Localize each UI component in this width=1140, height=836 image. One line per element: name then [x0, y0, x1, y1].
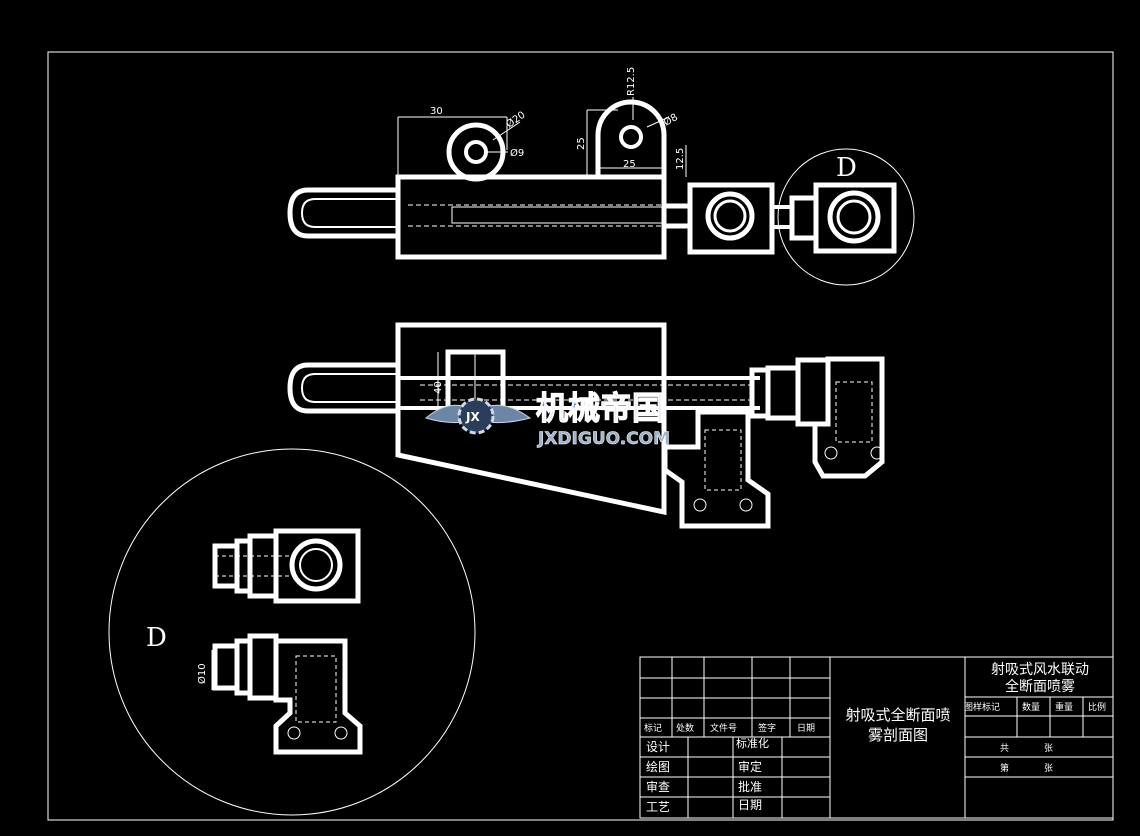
section-elbow-lower-hole-b: [739, 498, 753, 512]
top-rod-inner: [300, 198, 398, 228]
tb-project-name: 射吸式风水联动全断面喷雾: [991, 662, 1089, 695]
tb-meta-scale: 比例: [1088, 701, 1106, 713]
section-elbow-right-hole-a: [824, 446, 838, 460]
detail-d-nozzle-inner: [836, 199, 872, 235]
top-ring-lug-inner: [464, 140, 488, 164]
dim-dia20: Ø20: [504, 109, 528, 131]
tb-meta-weight: 重量: [1055, 701, 1073, 713]
tb-sheet-total-unit: 张: [1044, 743, 1053, 754]
detail-d-enlarged-boundary: [108, 448, 476, 816]
detail-lower-stage-1: [212, 643, 240, 691]
detail-lower-elbow: [273, 638, 363, 755]
section-elbow-right-hole-b: [870, 446, 884, 460]
tb-label-drafting: 绘图: [646, 759, 670, 774]
detail-d-enlarged-label: D: [146, 623, 167, 653]
dim-40: 40: [433, 381, 444, 394]
watermark-url: JXDIGUO.COM: [537, 429, 670, 449]
tb-label-approval: 批准: [738, 779, 762, 794]
dim-25-horizontal: 25: [623, 159, 636, 170]
tb-sheet-number-unit: 张: [1044, 763, 1053, 774]
section-elbow-lower-bore: [704, 429, 742, 491]
tb-drawing-name: 射吸式全断面喷雾剖面图: [845, 706, 950, 744]
detail-d-callout: [777, 148, 915, 286]
detail-upper-nozzle-inner: [299, 548, 333, 582]
tb-header-count: 处数: [676, 722, 694, 734]
drawing-frame: [47, 51, 1114, 821]
top-body: [395, 174, 667, 260]
tb-meta-quantity: 数量: [1022, 701, 1040, 713]
section-rod-inner: [300, 373, 398, 403]
tb-label-design: 设计: [646, 740, 670, 754]
detail-d-block: [813, 182, 897, 254]
detail-lower-bore: [295, 655, 337, 723]
tb-label-process: 工艺: [646, 800, 670, 814]
detail-upper-stage-3: [247, 533, 279, 599]
dim-dia9: Ø9: [510, 147, 524, 159]
top-rod: [287, 187, 398, 239]
tb-label-standardization: 标准化: [736, 736, 769, 750]
tb-header-date: 日期: [797, 723, 815, 734]
detail-lower-stage-3: [247, 633, 279, 701]
dim-r12-5: R12.5: [626, 67, 637, 96]
top-u-lug-hole: [619, 125, 643, 149]
dim-25-vertical: 25: [576, 137, 587, 150]
tb-header-mark: 标记: [644, 722, 662, 734]
title-block: [639, 656, 1114, 819]
dim-dia10: Ø10: [196, 663, 208, 684]
tb-sheet-total: 共: [1000, 743, 1009, 754]
tb-sheet-number: 第: [1000, 762, 1009, 774]
tb-label-date: 日期: [738, 798, 762, 812]
section-rod: [287, 362, 398, 414]
section-elbow-right-bore: [835, 381, 873, 443]
detail-upper-nozzle-outer: [289, 538, 343, 592]
tb-label-checking: 审查: [646, 779, 670, 794]
tb-meta-drawing-mark: 图样标记: [964, 701, 1000, 713]
section-body: [395, 322, 667, 516]
top-view: [287, 99, 915, 286]
dim-30: 30: [430, 106, 443, 117]
detail-upper-stage-1: [212, 543, 240, 589]
section-elbow-lower-hole-a: [693, 498, 707, 512]
watermark-emblem: JX: [465, 410, 480, 424]
detail-upper-block: [273, 528, 361, 604]
detail-lower-hole-a: [287, 726, 301, 740]
detail-d-label: D: [836, 153, 857, 183]
section-elbow-lower: [662, 409, 771, 529]
watermark-gear-icon: [457, 397, 495, 435]
tb-header-file: 文件号: [710, 722, 737, 734]
top-nozzle-outer: [705, 191, 755, 241]
section-elbow-right: [812, 356, 885, 479]
tb-header-sign: 签字: [758, 722, 776, 734]
detail-lower-hole-b: [334, 726, 348, 740]
watermark-brand: 机械帝国: [536, 389, 664, 427]
detail-d-neck: [789, 195, 819, 241]
top-nozzle-block: [687, 182, 775, 255]
section-fitting-2: [765, 365, 801, 421]
watermark-logo: JX 机械帝国 JXDIGUO.COM: [424, 388, 670, 449]
top-u-lug: [595, 99, 667, 177]
top-dimensions: [397, 97, 687, 177]
detail-d-enlarged: [108, 448, 476, 816]
top-nozzle-inner: [713, 199, 747, 233]
section-fitting-3: [795, 357, 831, 427]
detail-d-nozzle-outer: [827, 190, 881, 244]
dim-12-5: 12.5: [675, 148, 686, 170]
tb-label-review: 审定: [738, 759, 762, 774]
top-slot: [451, 206, 663, 224]
